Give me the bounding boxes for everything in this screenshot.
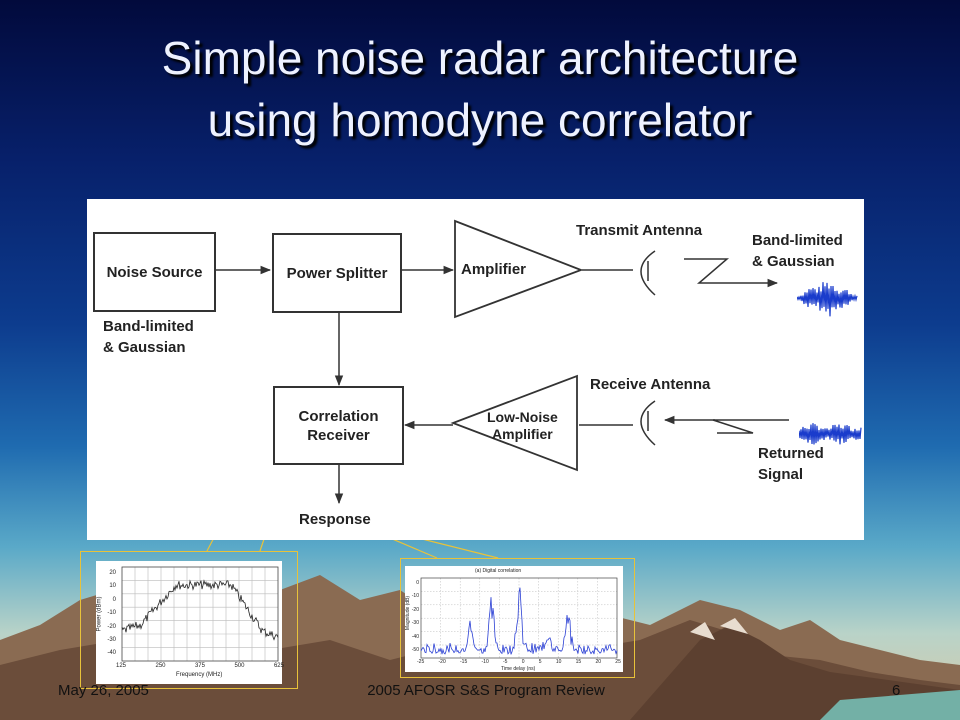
spectrum-y-tick: -10 bbox=[107, 610, 116, 617]
amplifier-triangle bbox=[454, 219, 584, 319]
spectrum-y-ticks: 20 10 0 -10 -20 -30 -40 bbox=[96, 567, 116, 661]
transmit-antenna-label: Transmit Antenna bbox=[576, 222, 703, 239]
footer-center-text: 2005 AFOSR S&S Program Review bbox=[367, 682, 605, 699]
power-splitter-label: Power Splitter bbox=[286, 264, 388, 282]
spectrum-x-tick: 250 bbox=[155, 663, 166, 669]
correlation-x-tick: 25 bbox=[615, 659, 621, 665]
spectrum-x-tick: 625 bbox=[273, 663, 284, 669]
spectrum-y-tick: 0 bbox=[112, 596, 116, 603]
transmitted-noise-waveform bbox=[797, 282, 858, 317]
correlation-receiver-line-1: Correlation bbox=[298, 407, 379, 425]
spectrum-y-tick: -30 bbox=[107, 637, 116, 644]
source-note-line-1: Band-limited bbox=[103, 318, 194, 335]
spectrum-y-tick: 20 bbox=[109, 570, 116, 576]
spectrum-inset-frame bbox=[80, 551, 298, 689]
spectrum-y-label: Power (dBm) bbox=[96, 596, 103, 632]
correlation-x-tick: 5 bbox=[538, 659, 542, 665]
source-note-line-2: & Gaussian bbox=[103, 339, 186, 356]
correlation-y-tick: 0 bbox=[416, 580, 419, 586]
correlation-plot-title: (a) Digital correlation bbox=[475, 568, 522, 574]
returned-line-2: Signal bbox=[758, 466, 804, 483]
amplifier-label: Amplifier bbox=[461, 261, 527, 278]
correlation-x-ticks: -25 -20 -15 -10 -5 0 5 10 15 20 25 bbox=[417, 659, 621, 665]
correlation-y-ticks: 0 -10 -20 -30 -40 -50 bbox=[405, 577, 419, 657]
slide-title-line-1: Simple noise radar architecture bbox=[161, 32, 799, 84]
correlation-y-tick: -20 bbox=[411, 606, 419, 613]
noise-source-block: Noise Source bbox=[93, 232, 216, 312]
returned-line-1: Returned bbox=[758, 445, 824, 462]
correlation-y-tick: -40 bbox=[411, 633, 419, 640]
correlation-x-tick: 0 bbox=[521, 659, 525, 665]
spectrum-y-tick: -20 bbox=[107, 623, 116, 630]
spectrum-y-tick: 10 bbox=[109, 583, 116, 590]
spectrum-x-tick: 125 bbox=[116, 663, 127, 669]
response-label: Response bbox=[299, 511, 371, 528]
correlation-x-tick: -25 bbox=[417, 659, 425, 665]
correlation-x-tick: -20 bbox=[438, 659, 446, 665]
correlation-x-tick: 15 bbox=[575, 659, 582, 665]
spectrum-plot-graphic bbox=[121, 566, 279, 662]
spectrum-x-label: Frequency (MHz) bbox=[176, 672, 223, 678]
spectrum-y-tick: -40 bbox=[107, 650, 116, 657]
lna-label: Low-Noise Amplifier bbox=[487, 409, 558, 443]
correlation-y-tick: -50 bbox=[411, 647, 419, 654]
correlation-y-tick: -30 bbox=[411, 620, 419, 627]
correlation-x-tick: 20 bbox=[595, 659, 602, 665]
correlation-x-tick: -5 bbox=[503, 659, 508, 665]
correlation-y-label: Magnitude (dB) bbox=[405, 595, 412, 631]
receive-antenna-label: Receive Antenna bbox=[590, 376, 711, 393]
correlation-y-tick: -10 bbox=[411, 593, 419, 600]
footer-date: May 26, 2005 bbox=[58, 682, 149, 699]
correlation-x-label: Time delay (ns) bbox=[501, 666, 536, 672]
lna-label-line-1: Low-Noise bbox=[487, 409, 558, 425]
noise-source-label: Noise Source bbox=[106, 263, 203, 281]
lna-label-line-2: Amplifier bbox=[492, 426, 553, 442]
correlation-plot-graphic bbox=[420, 577, 618, 659]
spectrum-x-tick: 500 bbox=[234, 663, 245, 669]
lna-triangle bbox=[450, 374, 578, 472]
slide-title-line-2: using homodyne correlator bbox=[207, 94, 753, 146]
correlation-plot: (a) Digital correlation 0 -10 -20 -30 -4… bbox=[405, 566, 623, 672]
correlation-x-tick: -15 bbox=[460, 659, 468, 665]
diagram-connections bbox=[215, 219, 789, 505]
returned-noise-waveform bbox=[799, 423, 862, 445]
power-splitter-block: Power Splitter bbox=[272, 233, 402, 313]
tx-signal-line-2: & Gaussian bbox=[752, 253, 835, 270]
spectrum-plot: 20 10 0 -10 -20 -30 -40 Power (dBm) 125 … bbox=[96, 561, 284, 684]
spectrum-x-ticks: 125 250 375 500 625 bbox=[116, 663, 284, 669]
radar-block-diagram: Noise Source Band-limited & Gaussian Pow… bbox=[87, 199, 864, 540]
tx-signal-line-1: Band-limited bbox=[752, 232, 843, 249]
correlation-x-tick: 10 bbox=[555, 659, 562, 665]
correlation-receiver-line-2: Receiver bbox=[307, 426, 370, 444]
correlation-receiver-block: Correlation Receiver bbox=[273, 386, 404, 465]
spectrum-x-tick: 375 bbox=[194, 663, 205, 669]
correlation-inset-frame bbox=[400, 558, 635, 678]
correlation-x-tick: -10 bbox=[481, 659, 489, 665]
footer-page-number: 6 bbox=[892, 682, 901, 699]
